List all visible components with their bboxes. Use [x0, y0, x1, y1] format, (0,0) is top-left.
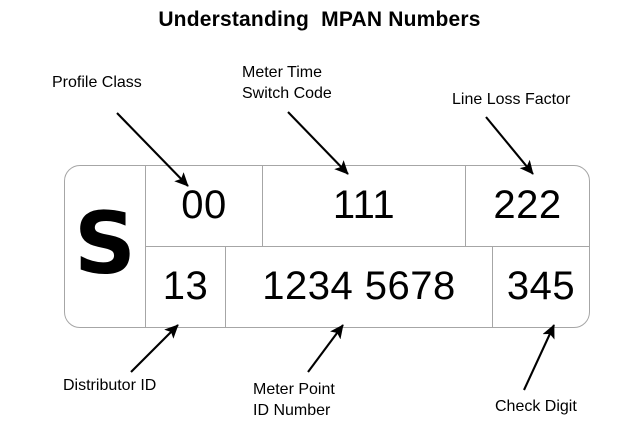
arrow-meter-point-id-icon [307, 324, 344, 373]
cell-meter-point-id: 1234 5678 [226, 246, 493, 327]
label-meter-time-switch-code: Meter Time Switch Code [242, 64, 332, 102]
cell-meter-time-switch-code: 111 [263, 166, 466, 246]
check-digit-value: 345 [506, 263, 576, 308]
cell-supplier-prefix: S [65, 166, 146, 327]
label-line-loss-factor: Line Loss Factor [452, 91, 571, 108]
cell-distributor-id: 13 [146, 246, 226, 327]
label-meter-point-id-number: Meter Point ID Number [253, 381, 335, 419]
line-loss-factor-value: 222 [493, 182, 562, 227]
cell-line-loss-factor: 222 [466, 166, 589, 246]
cell-profile-class: 00 [146, 166, 263, 246]
meter-point-id-value: 1234 5678 [262, 263, 456, 308]
distributor-id-value: 13 [162, 263, 209, 308]
mpan-top-row: 00 111 222 [146, 166, 589, 247]
label-distributor-id: Distributor ID [63, 377, 157, 394]
arrow-distributor-id-icon [130, 324, 179, 373]
mpan-box: S 00 111 222 13 1234 5678 [64, 165, 590, 328]
profile-class-value: 00 [181, 182, 227, 227]
mpan-rows: 00 111 222 13 1234 5678 345 [146, 166, 589, 327]
meter-time-switch-code-value: 111 [332, 182, 396, 227]
supplier-prefix-value: S [74, 193, 136, 294]
page-title: Understanding MPAN Numbers [158, 8, 481, 31]
cell-check-digit: 345 [493, 247, 589, 328]
arrow-check-digit-icon [523, 324, 555, 391]
label-check-digit: Check Digit [495, 398, 577, 415]
mpan-bottom-row: 13 1234 5678 345 [146, 246, 589, 328]
label-profile-class: Profile Class [52, 74, 142, 91]
